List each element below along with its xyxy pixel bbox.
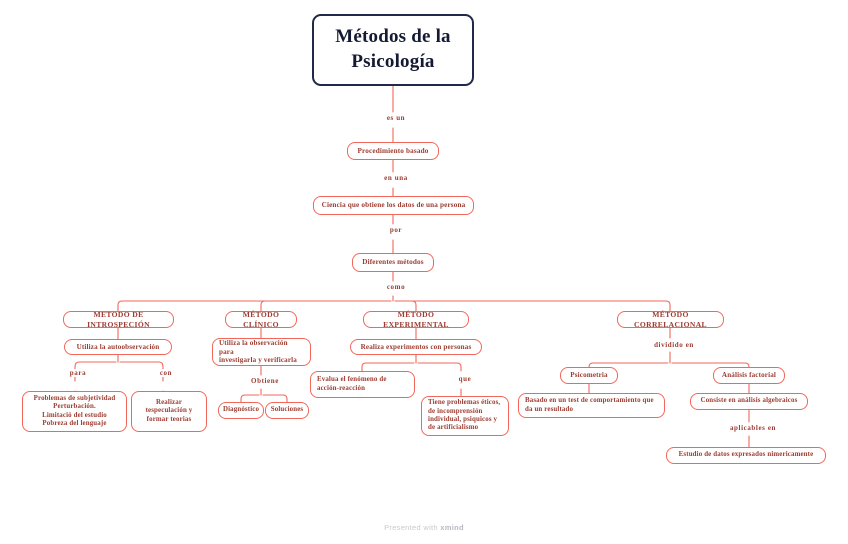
- root-title-line1: Métodos de la: [335, 26, 451, 48]
- branch-head-label-correlacional: MÉTODO CORRELACIONAL: [634, 310, 707, 329]
- branch-head-introspeccion[interactable]: METODO DE INTROSPECIÓN: [63, 310, 174, 329]
- sub-label-observacion: Utiliza la observación para investigarla…: [219, 339, 297, 365]
- branch-head-label-experimental: MÉTODO EXPERIMENTAL: [383, 310, 449, 329]
- leaf-node-analisis-algebraicos[interactable]: Consiste en análisis algebraicos: [690, 393, 808, 410]
- leaf-node-problemas-eticos[interactable]: Tiene problemas éticos, de incomprensión…: [421, 396, 509, 436]
- branch-head-clinico[interactable]: MÉTODO CLÍNICO: [225, 310, 297, 329]
- leaf-label-estudio-datos: Estudio de datos expresados nimericament…: [678, 451, 814, 459]
- trunk-node-metodos[interactable]: Diferentes métodos: [352, 253, 434, 272]
- leaf-node-psicometria-test[interactable]: Basado en un test de comportamiento que …: [518, 393, 665, 418]
- leaf-node-realizar-especulacion[interactable]: Realizar tespeculación y formar teorias: [131, 391, 207, 432]
- edge-label-para: para: [61, 369, 95, 377]
- trunk-label-procedimiento: Procedimiento basado: [357, 146, 429, 155]
- branch-head-correlacional[interactable]: MÉTODO CORRELACIONAL: [617, 310, 724, 329]
- sub-label-analisis-factorial: Análisis factorial: [721, 371, 777, 380]
- root-node[interactable]: Métodos de la Psicología: [312, 14, 474, 86]
- edge-label-con: con: [151, 369, 181, 377]
- edge-label-en-una: en una: [375, 174, 417, 182]
- root-title-line2: Psicología: [351, 51, 435, 72]
- sub-node-realiza-experimentos[interactable]: Realiza experimentos con personas: [350, 339, 482, 355]
- edge-label-que: que: [451, 375, 479, 383]
- leaf-label-realizar-especulacion: Realizar tespeculación y formar teorias: [145, 398, 193, 423]
- footer-brand: xmind: [440, 523, 464, 532]
- sub-node-observacion[interactable]: Utiliza la observación para investigarla…: [212, 338, 311, 366]
- footer-watermark: Presented with xmind: [0, 523, 848, 532]
- sub-label-autoobservacion: Utiliza la autoobservación: [76, 342, 160, 351]
- leaf-node-soluciones[interactable]: Soluciones: [265, 402, 309, 419]
- trunk-label-ciencia: Ciencia que obtiene los datos de una per…: [321, 201, 466, 210]
- sub-label-realiza-experimentos: Realiza experimentos con personas: [360, 342, 472, 351]
- trunk-node-procedimiento[interactable]: Procedimiento basado: [347, 142, 439, 160]
- leaf-label-evalua-fenomeno: Evalua el fenómeno de acción-reacción: [317, 376, 387, 392]
- trunk-node-ciencia[interactable]: Ciencia que obtiene los datos de una per…: [313, 196, 474, 215]
- edge-label-aplicables-en: aplicables en: [723, 424, 783, 432]
- leaf-node-problemas-subjetividad[interactable]: Problemas de subjetividad Perturbación. …: [22, 391, 127, 432]
- branch-head-label-clinico: MÉTODO CLÍNICO: [242, 310, 280, 329]
- leaf-node-estudio-datos[interactable]: Estudio de datos expresados nimericament…: [666, 447, 826, 464]
- leaf-label-soluciones: Soluciones: [270, 406, 304, 414]
- trunk-label-metodos: Diferentes métodos: [362, 258, 424, 267]
- leaf-label-problemas-subjetividad: Problemas de subjetividad Perturbación. …: [33, 394, 116, 427]
- leaf-label-analisis-algebraicos: Consiste en análisis algebraicos: [700, 397, 798, 405]
- sub-node-autoobservacion[interactable]: Utiliza la autoobservación: [64, 339, 172, 355]
- edge-label-es-un: es un: [377, 114, 415, 122]
- edge-label-como: como: [378, 283, 414, 291]
- sub-label-psicometria: Psicometria: [570, 371, 608, 380]
- leaf-node-evalua-fenomeno[interactable]: Evalua el fenómeno de acción-reacción: [310, 371, 415, 398]
- edge-label-obtiene: Obtiene: [245, 377, 285, 385]
- leaf-label-diagnostico: Diagnóstico: [222, 406, 260, 414]
- edge-label-dividido-en: dividido en: [645, 341, 703, 349]
- leaf-label-psicometria-test: Basado en un test de comportamiento que …: [525, 397, 654, 413]
- leaf-node-diagnostico[interactable]: Diagnóstico: [218, 402, 264, 419]
- leaf-label-problemas-eticos: Tiene problemas éticos, de incomprensión…: [428, 399, 501, 432]
- edge-label-por: por: [381, 226, 411, 234]
- branch-head-label-introspeccion: METODO DE INTROSPECIÓN: [87, 310, 150, 329]
- sub-node-psicometria[interactable]: Psicometria: [560, 367, 618, 384]
- footer-prefix: Presented with: [384, 523, 441, 532]
- branch-head-experimental[interactable]: MÉTODO EXPERIMENTAL: [363, 310, 469, 329]
- sub-node-analisis-factorial[interactable]: Análisis factorial: [713, 367, 785, 384]
